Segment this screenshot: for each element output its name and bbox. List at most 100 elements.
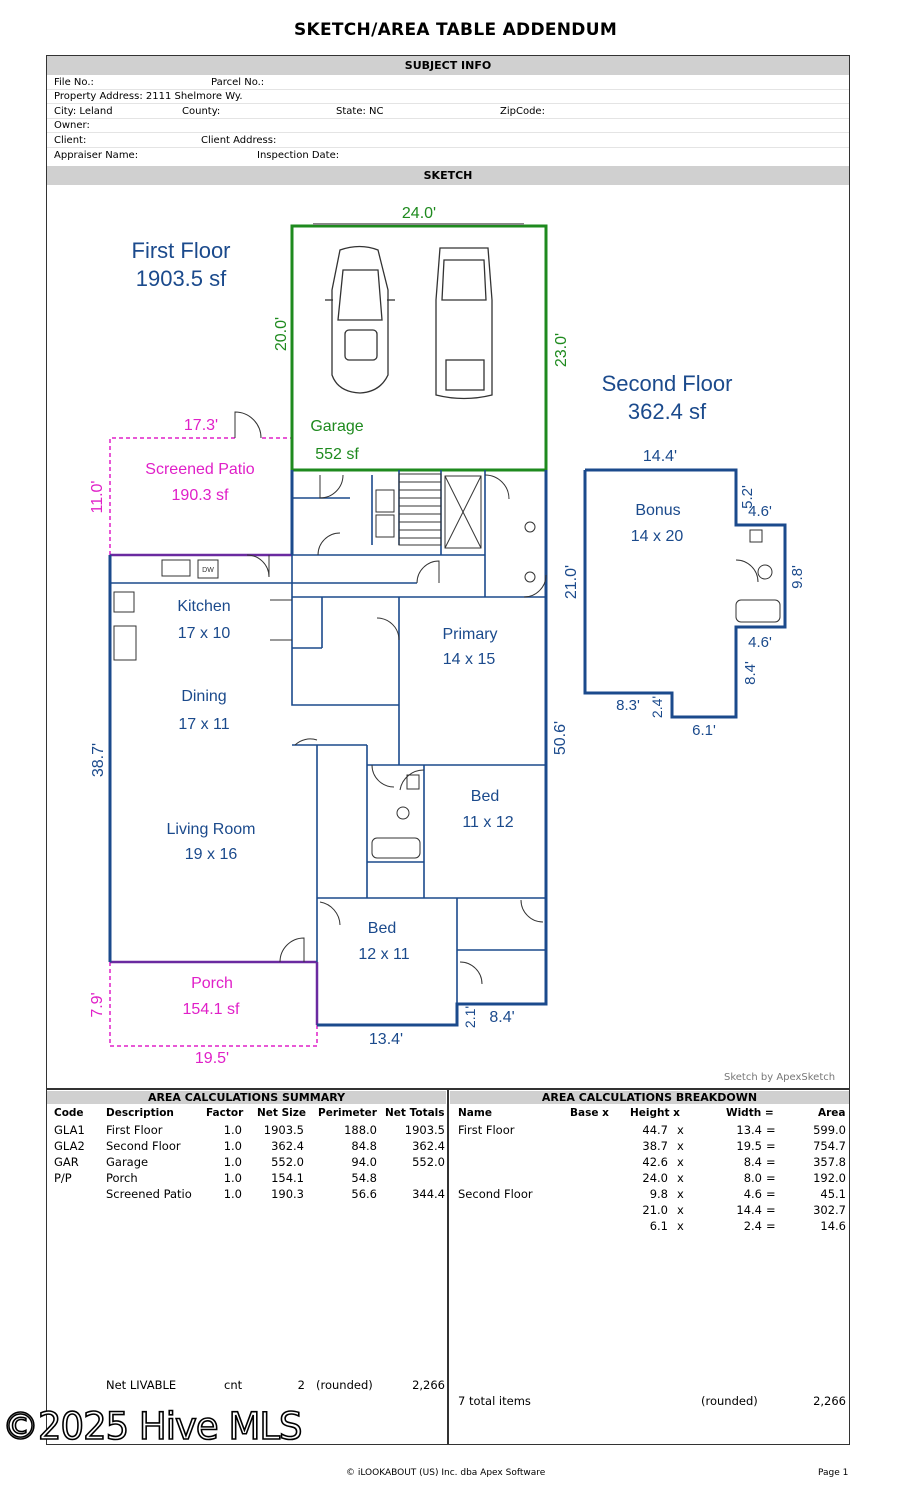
- car-icon: [435, 247, 493, 400]
- breakdown-cell-height: 9.8: [649, 1187, 668, 1201]
- col-width: Width =: [726, 1107, 774, 1119]
- washer-dryer: [375, 489, 395, 538]
- breakdown-cell-width: 14.4: [736, 1203, 762, 1217]
- summary-cell-perimeter: 84.8: [351, 1139, 377, 1153]
- garage-outline: [290, 224, 548, 472]
- summary-cell-factor: 1.0: [223, 1139, 242, 1153]
- dim-bottom-mid: 13.4': [369, 1031, 403, 1048]
- kitchen-size: 17 x 10: [178, 625, 231, 642]
- breakdown-cell-width: 19.5: [736, 1139, 762, 1153]
- stairs: [398, 473, 442, 546]
- summary-cell-net-size: 190.3: [271, 1187, 304, 1201]
- dim-bonus-jog: 2.4': [649, 696, 665, 718]
- bonus-label: Bonus: [635, 502, 680, 519]
- summary-cell-factor: 1.0: [223, 1155, 242, 1169]
- client-address-label: Client Address:: [201, 135, 277, 146]
- summary-cell-net-size: 154.1: [271, 1171, 304, 1185]
- breakdown-header: AREA CALCULATIONS BREAKDOWN: [450, 1091, 849, 1104]
- summary-cell-description: Second Floor: [106, 1139, 181, 1153]
- summary-cell-perimeter: 56.6: [351, 1187, 377, 1201]
- floor-plan-sketch: DW First Floor 1903.5 sf Second Floor 36…: [89, 205, 806, 1067]
- net-livable-value: 2,266: [412, 1378, 445, 1392]
- shower: [444, 475, 482, 549]
- breakdown-cell-x-mark: x: [677, 1139, 684, 1153]
- bed1-size: 11 x 12: [462, 814, 513, 831]
- bed2-size: 12 x 11: [358, 946, 409, 963]
- breakdown-cell-width: 8.4: [743, 1155, 762, 1169]
- zipcode-label: ZipCode:: [500, 106, 545, 117]
- summary-cell-code: GAR: [54, 1155, 79, 1169]
- summary-header: AREA CALCULATIONS SUMMARY: [47, 1091, 446, 1104]
- dim-porch-left: 7.9': [89, 992, 106, 1017]
- summary-cell-net-size: 552.0: [271, 1155, 304, 1169]
- page-title: SKETCH/AREA TABLE ADDENDUM: [293, 20, 618, 40]
- porch-label: Porch: [191, 975, 233, 992]
- interior-walls: [110, 470, 546, 1004]
- dim-bottom-right: 8.4': [489, 1009, 514, 1026]
- hive-mls-watermark: ©2025 Hive MLS: [1, 1404, 303, 1449]
- kitchen-label: Kitchen: [177, 598, 230, 615]
- bonus-size: 14 x 20: [631, 528, 684, 545]
- first-floor-title: First Floor: [132, 238, 231, 263]
- summary-cell-code: GLA2: [54, 1139, 85, 1153]
- breakdown-cell-width: 2.4: [743, 1219, 762, 1233]
- summary-cell-description: First Floor: [106, 1123, 163, 1137]
- summary-cell-perimeter: 188.0: [344, 1123, 377, 1137]
- info-row-client: Client: Client Address:: [54, 134, 834, 148]
- summary-cell-factor: 1.0: [223, 1171, 242, 1185]
- dim-house-right-upper: 21.0': [563, 565, 580, 599]
- breakdown-cell-x-mark: x: [677, 1171, 684, 1185]
- col-perimeter: Perimeter: [318, 1107, 377, 1119]
- breakdown-cell-name: First Floor: [458, 1123, 515, 1137]
- breakdown-total-value: 2,266: [813, 1394, 846, 1408]
- dim-house-right-lower: 50.6': [552, 721, 569, 755]
- breakdown-cell-width: 4.6: [743, 1187, 762, 1201]
- breakdown-cell-eq-mark: =: [766, 1123, 776, 1137]
- breakdown-cell-height: 44.7: [642, 1123, 668, 1137]
- dim-bonus-bottom-left: 8.3': [616, 697, 640, 714]
- summary-cell-net-size: 362.4: [271, 1139, 304, 1153]
- info-row-address: Property Address: 2111 Shelmore Wy.: [54, 90, 834, 104]
- breakdown-cell-height: 42.6: [642, 1155, 668, 1169]
- breakdown-cell-x-mark: x: [677, 1219, 684, 1233]
- dim-house-left: 38.7': [90, 743, 107, 777]
- summary-cell-perimeter: 94.0: [351, 1155, 377, 1169]
- breakdown-cell-area: 754.7: [813, 1139, 846, 1153]
- breakdown-cell-x-mark: x: [677, 1187, 684, 1201]
- breakdown-cell-width: 13.4: [736, 1123, 762, 1137]
- breakdown-cell-width: 8.0: [743, 1171, 762, 1185]
- dim-porch-bottom: 19.5': [195, 1050, 229, 1067]
- breakdown-cell-height: 38.7: [642, 1139, 668, 1153]
- car-icon: [325, 245, 395, 394]
- breakdown-cell-area: 192.0: [813, 1171, 846, 1185]
- col-factor: Factor: [206, 1107, 244, 1119]
- dim-bonus-top: 14.4': [643, 448, 677, 465]
- living-room-size: 19 x 16: [185, 846, 238, 863]
- breakdown-cell-eq-mark: =: [766, 1187, 776, 1201]
- col-area: Area: [818, 1107, 846, 1119]
- house-outline: [108, 470, 548, 1027]
- second-floor-title: Second Floor: [602, 371, 733, 396]
- client-label: Client:: [54, 135, 87, 146]
- breakdown-rounded-label: (rounded): [701, 1394, 758, 1408]
- breakdown-cell-area: 599.0: [813, 1123, 846, 1137]
- cnt-label: cnt: [224, 1378, 243, 1392]
- summary-cell-factor: 1.0: [223, 1187, 242, 1201]
- summary-cell-perimeter: 54.8: [351, 1171, 377, 1185]
- dim-patio-left: 11.0': [89, 480, 106, 513]
- breakdown-cell-area: 45.1: [820, 1187, 846, 1201]
- dim-bonus-right-lower: 8.4': [742, 661, 759, 685]
- net-livable-label: Net LIVABLE: [106, 1378, 177, 1392]
- col-net-totals: Net Totals: [385, 1107, 445, 1119]
- info-row-file: File No.: Parcel No.:: [54, 76, 834, 90]
- dim-bonus-bottom: 6.1': [692, 722, 716, 739]
- info-row-city: City: Leland County: State: NC ZipCode:: [54, 105, 834, 119]
- summary-cell-code: GLA1: [54, 1123, 85, 1137]
- fixtures: [113, 521, 536, 859]
- total-items: 7 total items: [458, 1394, 531, 1408]
- breakdown-cell-eq-mark: =: [766, 1155, 776, 1169]
- dining-size: 17 x 11: [178, 716, 229, 733]
- summary-cell-net-total: 552.0: [412, 1155, 445, 1169]
- breakdown-cell-height: 6.1: [649, 1219, 668, 1233]
- summary-cell-factor: 1.0: [223, 1123, 242, 1137]
